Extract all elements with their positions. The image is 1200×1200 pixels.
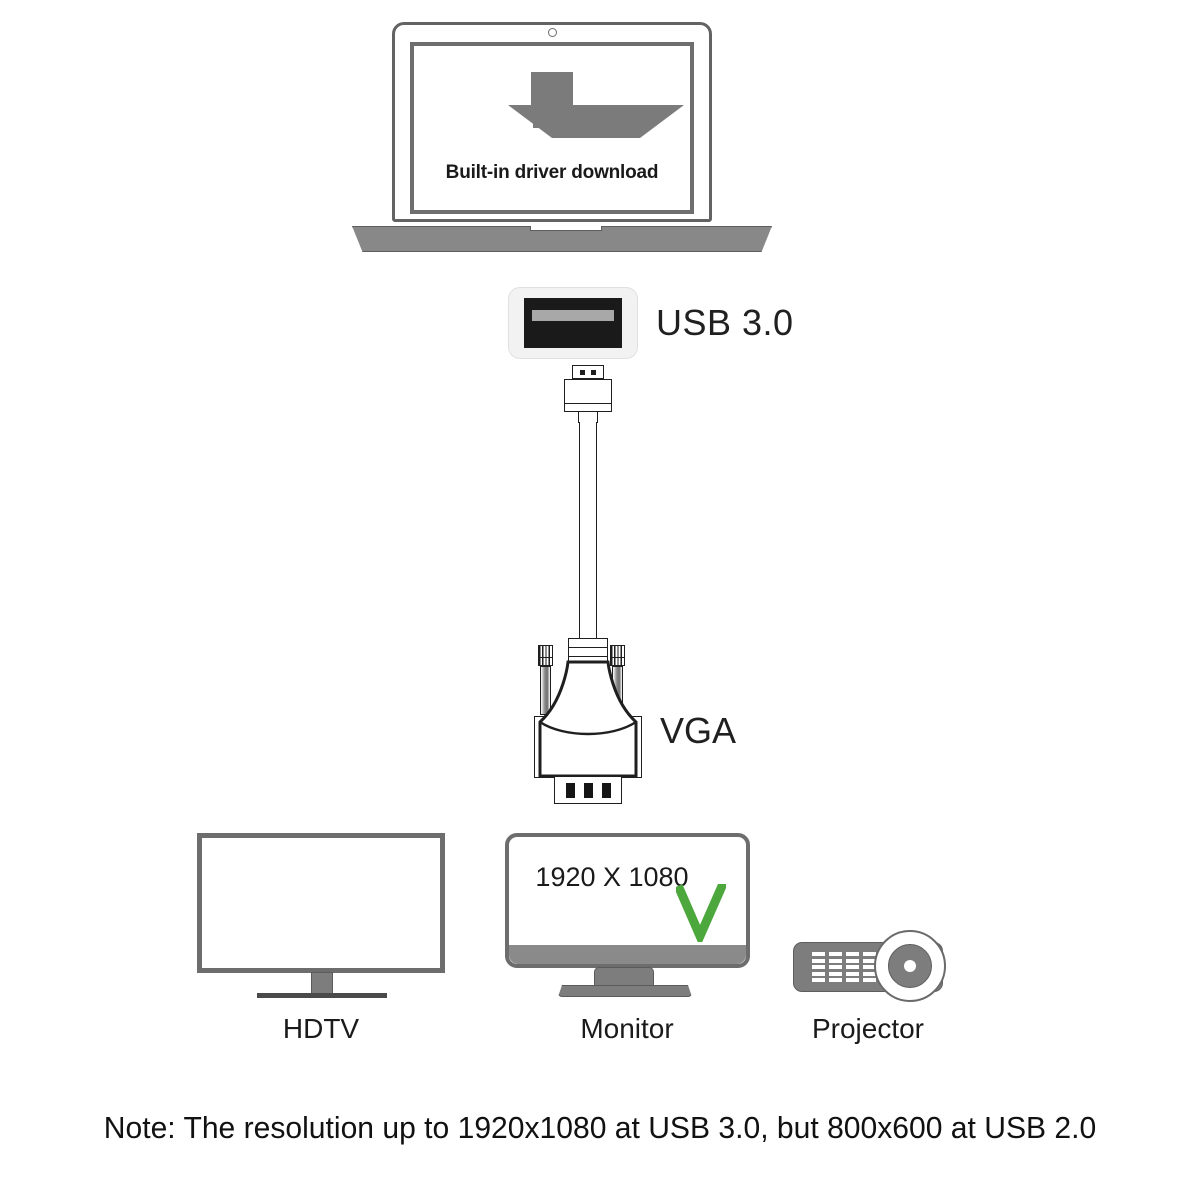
tv-icon: [197, 833, 445, 973]
vga-label: VGA: [660, 710, 737, 751]
vga-connector-icon: [538, 660, 638, 778]
device-label-monitor: Monitor: [580, 1013, 674, 1044]
cable-icon: [579, 422, 597, 640]
device-label-hdtv: HDTV: [282, 1013, 360, 1044]
vga-collar-line: [568, 656, 608, 657]
usb-plug-body-line: [564, 403, 612, 404]
monitor-chin: [509, 945, 746, 964]
tv-stand-base: [257, 993, 387, 998]
download-baseline-icon: [533, 119, 607, 128]
usb-port-cavity: [524, 298, 622, 348]
usb-plug-pin: [580, 370, 585, 375]
vga-pin: [584, 783, 593, 798]
thumbscrew-icon: [538, 645, 553, 715]
laptop-base-notch: [530, 226, 602, 231]
laptop-illustration: Built-in driver download: [0, 0, 1200, 275]
usb-port-label: USB 3.0: [656, 302, 794, 343]
usb-plug-body: [564, 379, 612, 412]
usb-port-tongue: [532, 310, 614, 321]
monitor-stand-neck: [594, 967, 654, 987]
device-label-projector: Projector: [811, 1013, 925, 1044]
vga-collar-line: [568, 647, 608, 648]
vga-pin: [566, 783, 575, 798]
monitor-stand-base: [558, 985, 692, 997]
usb-plug-pin: [591, 370, 596, 375]
usb-type-a-plug-icon: [572, 365, 604, 379]
download-arrow-icon: [531, 72, 573, 106]
projector-lens-center: [904, 960, 916, 972]
monitor-resolution-text: 1920 X 1080: [535, 862, 689, 892]
vga-pin: [602, 783, 611, 798]
tv-stand-neck: [311, 972, 333, 994]
laptop-screen-caption: Built-in driver download: [445, 162, 659, 183]
resolution-note: Note: The resolution up to 1920x1080 at …: [103, 1110, 1097, 1145]
webcam-dot-icon: [548, 28, 557, 37]
green-check-icon: [676, 884, 726, 942]
projector-vent-grille: [812, 952, 876, 982]
